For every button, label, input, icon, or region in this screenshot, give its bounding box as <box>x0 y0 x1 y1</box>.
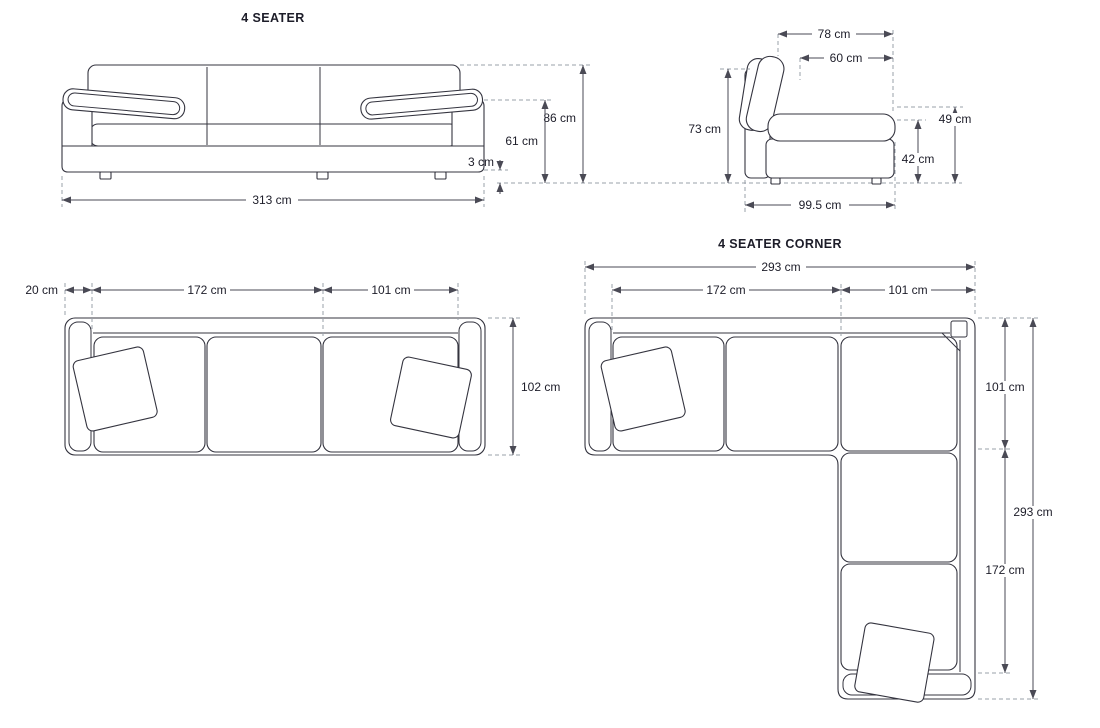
corner-view-dimensions: 293 cm 172 cm 101 cm 101 cm 172 cm 293 c… <box>584 260 1055 700</box>
corner-joint-detail <box>950 320 968 338</box>
corner-seat-cushion <box>725 336 839 452</box>
plan-right-pillow <box>390 356 472 439</box>
side-leg <box>871 177 882 185</box>
dim-corner-corner-section: 101 cm <box>888 283 927 297</box>
side-view-sofa <box>738 55 896 185</box>
dim-side-back-height: 73 cm <box>688 122 721 136</box>
dim-corner-seat-section: 172 cm <box>706 283 745 297</box>
front-view-dimensions: 313 cm 86 cm 61 cm 3 cm <box>61 64 962 207</box>
dim-front-total-width: 313 cm <box>252 193 291 207</box>
plan-view-sofa <box>64 317 486 456</box>
dim-side-seat-depth: 60 cm <box>830 51 863 65</box>
dim-side-top-depth: 78 cm <box>818 27 851 41</box>
corner-corner-cushion <box>840 336 958 452</box>
title-four-seater-corner: 4 SEATER CORNER <box>718 237 842 251</box>
plan-seat-cushion <box>206 336 322 453</box>
side-view-dimensions: 78 cm 60 cm 73 cm 49 cm 42 cm 99.5 cm <box>688 27 974 212</box>
plan-view-dimensions: 20 cm 172 cm 101 cm 102 cm <box>25 283 560 456</box>
front-view-sofa <box>61 64 485 180</box>
dim-plan-end-section: 101 cm <box>371 283 410 297</box>
dim-side-cushion-height: 49 cm <box>939 112 972 126</box>
side-base <box>765 138 895 179</box>
front-leg <box>99 171 112 180</box>
front-leg <box>434 171 447 180</box>
dim-front-total-height: 86 cm <box>543 111 576 125</box>
front-base <box>61 145 485 173</box>
dim-corner-chaise-length: 172 cm <box>985 563 1024 577</box>
plan-left-pillow <box>72 346 158 432</box>
dim-plan-seat-section: 172 cm <box>187 283 226 297</box>
corner-chaise-cushion <box>840 452 958 563</box>
dim-corner-total-width: 293 cm <box>761 260 800 274</box>
front-leg <box>316 171 329 180</box>
dim-front-leg-height: 3 cm <box>468 155 494 169</box>
dim-plan-depth: 102 cm <box>521 380 560 394</box>
dim-front-arm-height: 61 cm <box>505 134 538 148</box>
corner-left-pillow <box>600 346 686 432</box>
dim-corner-total-length: 293 cm <box>1013 505 1052 519</box>
dim-side-seat-height: 42 cm <box>902 152 935 166</box>
title-four-seater: 4 SEATER <box>241 11 304 25</box>
side-leg <box>770 177 781 185</box>
front-right-arm-cushion <box>360 88 484 120</box>
side-seat-cushion <box>767 113 896 142</box>
dim-side-total-depth: 99.5 cm <box>799 198 842 212</box>
front-left-arm-cushion <box>62 88 186 120</box>
corner-bottom-pillow <box>854 622 935 703</box>
front-seat-cushions <box>89 123 459 147</box>
dim-corner-right-depth: 101 cm <box>985 380 1024 394</box>
corner-view-sofa <box>584 317 976 703</box>
dim-plan-arm-width: 20 cm <box>25 283 58 297</box>
side-back-cushion-inner <box>745 55 785 133</box>
